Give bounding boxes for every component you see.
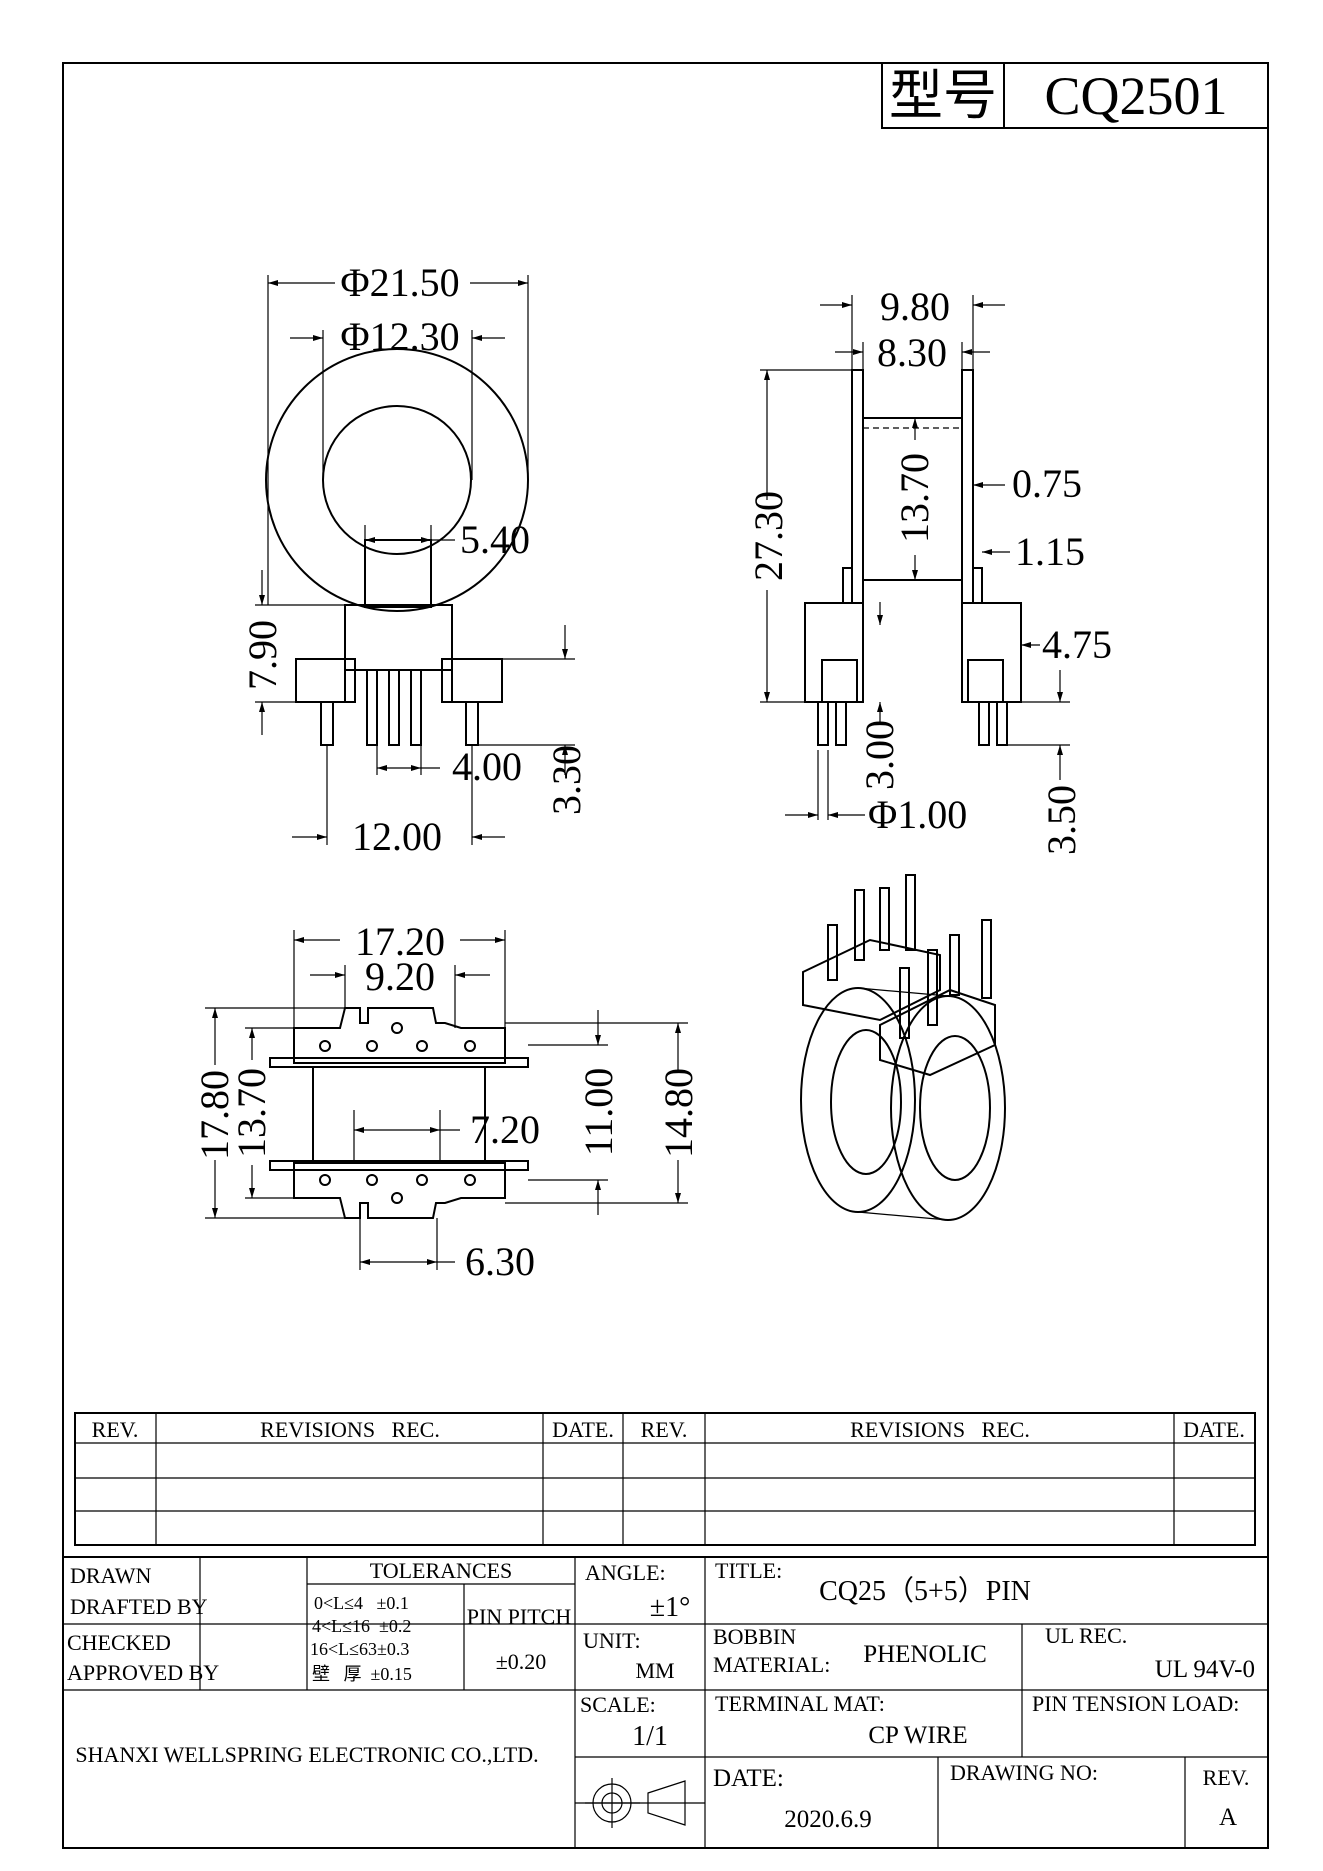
material-label: MATERIAL: — [713, 1652, 830, 1677]
date-label: DATE: — [713, 1765, 784, 1792]
scale-label: SCALE: — [580, 1692, 656, 1717]
dim-300: 3.00 — [857, 720, 902, 790]
model-box: 型号 CQ2501 — [881, 62, 1269, 129]
dim-720: 7.20 — [470, 1107, 540, 1152]
side-view: 9.80 8.30 27.30 13.70 0.75 1.15 4.75 3.0… — [746, 284, 1112, 855]
rev-header-1: REV. — [92, 1417, 139, 1442]
bobbin-label: BOBBIN — [713, 1624, 796, 1649]
rev-value: A — [1219, 1804, 1237, 1831]
angle-label: ANGLE: — [585, 1560, 666, 1585]
model-label: 型号 — [889, 64, 997, 127]
rev-label: REV. — [1203, 1765, 1250, 1790]
model-value: CQ2501 — [1044, 66, 1227, 126]
dim-475: 4.75 — [1042, 622, 1112, 667]
dim-075: 0.75 — [1012, 461, 1082, 506]
projection-symbol-icon — [575, 1778, 705, 1828]
dim-outer-diameter: Φ21.50 — [340, 260, 459, 305]
checked-label: CHECKED — [67, 1630, 171, 1655]
core-hole-circle — [322, 405, 472, 555]
date-header-2: DATE. — [1183, 1417, 1245, 1442]
revisions-header-2: REVISIONS REC. — [850, 1417, 1030, 1442]
tolerance-row-4: 壁 厚 ±0.15 — [312, 1664, 412, 1684]
dim-1200: 12.00 — [352, 814, 442, 859]
flange-outer-circle — [265, 348, 529, 612]
date-value: 2020.6.9 — [784, 1806, 872, 1833]
dim-790: 7.90 — [240, 620, 285, 690]
title-block: DRAWN DRAFTED BY CHECKED APPROVED BY TOL… — [62, 1556, 1269, 1849]
dim-350: 3.50 — [1039, 785, 1084, 855]
ul-rec-label: UL REC. — [1045, 1623, 1127, 1648]
dim-1100: 11.00 — [576, 1068, 621, 1157]
drawing-no-label: DRAWING NO: — [950, 1760, 1098, 1785]
material-value: PHENOLIC — [863, 1641, 987, 1668]
tolerances-label: TOLERANCES — [370, 1558, 513, 1583]
dim-400: 4.00 — [452, 744, 522, 789]
dim-1780: 17.80 — [192, 1070, 237, 1160]
tolerance-row-3: 16<L≤63±0.3 — [310, 1639, 409, 1659]
company-name: SHANXI WELLSPRING ELECTRONIC CO.,LTD. — [75, 1742, 538, 1767]
unit-label: UNIT: — [583, 1628, 641, 1653]
ul-rec-value: UL 94V-0 — [1155, 1656, 1255, 1683]
dim-1370b: 13.70 — [229, 1068, 274, 1158]
dim-330: 3.30 — [544, 745, 589, 815]
terminal-mat-value: CP WIRE — [868, 1722, 967, 1749]
top-view: 17.20 9.20 17.80 13.70 7.20 11.00 14.80 — [192, 919, 701, 1284]
tolerance-row-2: 4<L≤16 ±0.2 — [312, 1616, 411, 1636]
rev-header-2: REV. — [641, 1417, 688, 1442]
drawn-label: DRAWN — [70, 1563, 151, 1588]
pin-pitch-label: PIN PITCH — [467, 1604, 572, 1629]
dim-980: 9.80 — [880, 284, 950, 329]
date-header-1: DATE. — [552, 1417, 614, 1442]
dim-540: 5.40 — [460, 517, 530, 562]
drafted-by-label: DRAFTED BY — [70, 1594, 208, 1619]
title-value: CQ25（5+5）PIN — [819, 1575, 1031, 1607]
revisions-table: REV. REVISIONS REC. DATE. REV. REVISIONS… — [74, 1412, 1256, 1546]
dim-830: 8.30 — [877, 330, 947, 375]
unit-value: MM — [635, 1658, 674, 1683]
terminal-mat-label: TERMINAL MAT: — [715, 1691, 885, 1716]
approved-by-label: APPROVED BY — [67, 1660, 219, 1685]
dim-1720: 17.20 — [355, 919, 445, 964]
dim-1370: 13.70 — [892, 453, 937, 543]
dim-2730: 27.30 — [746, 491, 791, 581]
dim-630: 6.30 — [465, 1239, 535, 1284]
dim-inner-diameter: Φ12.30 — [340, 314, 459, 359]
dim-115: 1.15 — [1015, 529, 1085, 574]
front-view: Φ21.50 Φ12.30 5.40 7.90 3.30 4.00 12.00 — [240, 260, 589, 859]
dim-920: 9.20 — [365, 954, 435, 999]
title-label: TITLE: — [715, 1558, 782, 1583]
pin-tension-label: PIN TENSION LOAD: — [1032, 1691, 1239, 1716]
isometric-view — [800, 874, 1006, 1221]
dim-1480: 14.80 — [656, 1068, 701, 1158]
revisions-header-1: REVISIONS REC. — [260, 1417, 440, 1442]
angle-value: ±1° — [650, 1592, 691, 1623]
scale-value: 1/1 — [632, 1721, 668, 1752]
tolerance-row-1: 0<L≤4 ±0.1 — [314, 1593, 409, 1613]
pin-pitch-value: ±0.20 — [496, 1649, 547, 1674]
dim-pin-diameter: Φ1.00 — [868, 792, 967, 837]
